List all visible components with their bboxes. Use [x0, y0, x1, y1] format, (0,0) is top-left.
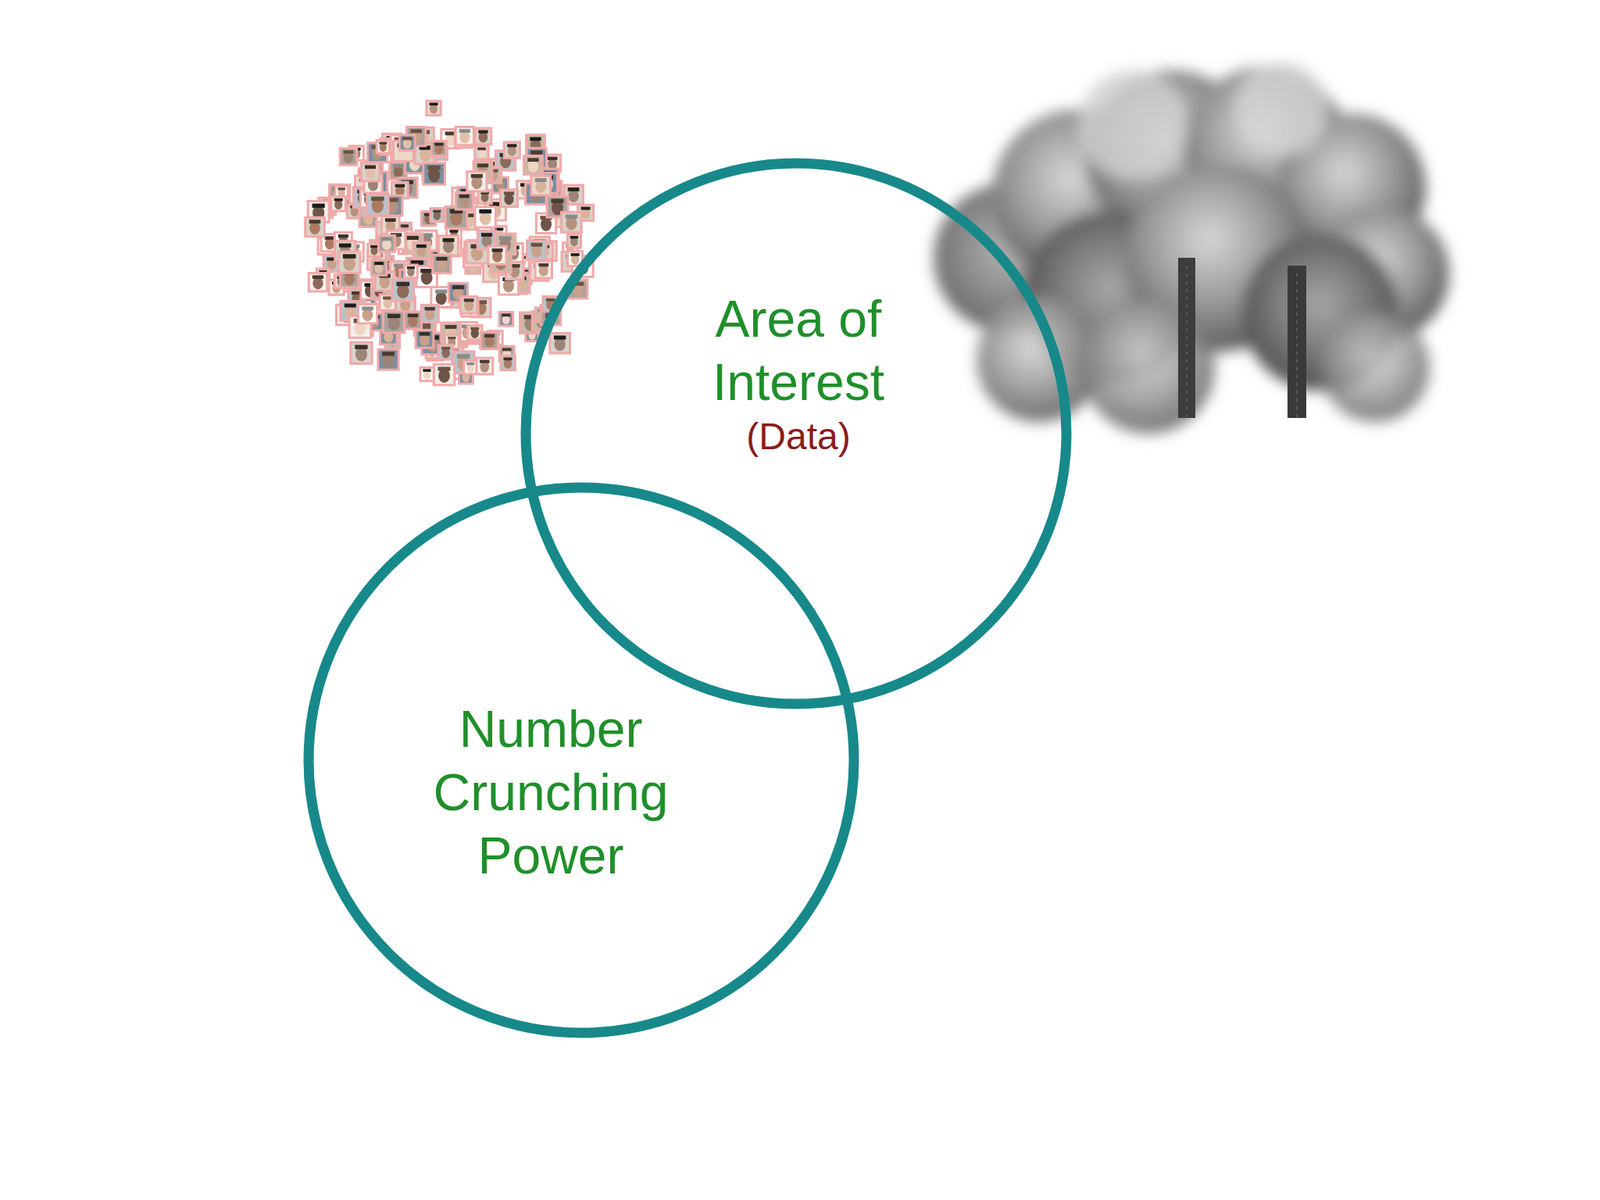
face-thumbnail: [392, 278, 415, 301]
face-thumbnail: [339, 148, 358, 166]
face-thumbnail: [371, 260, 387, 276]
face-thumbnail: [475, 146, 490, 161]
face-thumbnail: [367, 193, 390, 216]
face-thumbnail: [421, 304, 439, 322]
chimneys: [1178, 257, 1307, 418]
face-thumbnail: [431, 140, 447, 156]
face-thumbnail: [357, 303, 377, 323]
face-thumbnail: [350, 342, 372, 364]
face-thumbnail: [488, 246, 507, 265]
face-thumbnail: [413, 242, 430, 259]
face-thumbnail: [376, 140, 390, 154]
face-thumbnail: [455, 192, 473, 210]
face-thumbnail: [430, 208, 444, 222]
circle-text: Number Crunching Power: [394, 697, 708, 888]
venn-circle: Area of Interest(Data): [516, 153, 1076, 714]
face-thumbnail: [403, 311, 422, 329]
venn-circle: Number Crunching Power: [299, 478, 864, 1043]
face-thumbnail: [476, 357, 493, 375]
face-thumbnail: [527, 240, 547, 261]
face-thumbnail: [439, 235, 459, 256]
face-thumbnail: [433, 364, 455, 386]
circle-label: Number Crunching Power: [394, 697, 708, 888]
face-thumbnail: [464, 360, 478, 375]
face-thumbnail: [531, 175, 551, 196]
face-thumbnail: [426, 100, 441, 115]
face-thumbnail: [499, 312, 514, 327]
face-thumbnail: [503, 142, 520, 158]
face-thumbnail: [399, 135, 415, 151]
face-thumbnail: [420, 367, 434, 381]
face-thumbnail: [308, 272, 328, 292]
people-collage: [305, 100, 594, 386]
face-thumbnail: [360, 163, 379, 182]
face-thumbnail: [561, 212, 583, 233]
smokestack-illustration: [933, 62, 1450, 434]
circle-text: Area of Interest(Data): [669, 287, 928, 460]
face-thumbnail: [403, 264, 418, 279]
face-thumbnail: [432, 254, 452, 274]
circle-outline: [299, 478, 864, 1043]
face-thumbnail: [535, 260, 552, 278]
face-thumbnail: [378, 349, 399, 370]
circle-stroke: [525, 163, 1067, 704]
face-thumbnail: [455, 126, 474, 145]
circle-stroke: [308, 487, 854, 1033]
face-thumbnail: [475, 207, 496, 228]
circle-sublabel: (Data): [669, 414, 928, 460]
face-thumbnail: [338, 251, 361, 274]
face-thumbnail: [460, 296, 477, 314]
face-thumbnail: [467, 171, 487, 192]
circle-label: Area of Interest: [669, 287, 928, 415]
face-thumbnail: [305, 217, 325, 237]
face-thumbnail: [567, 234, 581, 248]
smoke-cloud: [933, 62, 1450, 434]
face-thumbnail: [550, 332, 571, 354]
face-thumbnail: [378, 235, 396, 253]
face-thumbnail: [415, 329, 434, 348]
face-thumbnail: [331, 196, 346, 211]
face-thumbnail: [475, 128, 492, 145]
face-thumbnail: [500, 189, 518, 208]
face-thumbnail: [481, 332, 499, 350]
face-thumbnail: [438, 345, 454, 361]
face-thumbnail: [500, 355, 515, 370]
face-thumbnail: [423, 163, 446, 186]
face-thumbnail: [382, 310, 405, 333]
face-thumbnail: [524, 155, 543, 175]
